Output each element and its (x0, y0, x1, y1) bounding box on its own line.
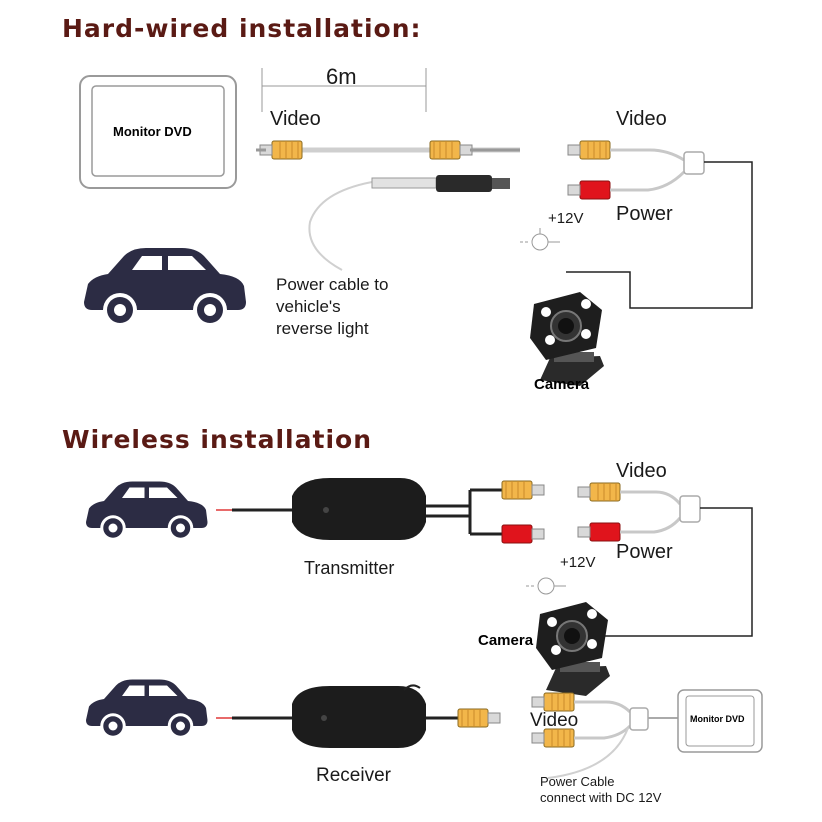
wireless-voltage-label: +12V (560, 554, 596, 571)
power-cable-note-line-2: vehicle's (276, 297, 341, 316)
wireless-camera-label: Camera (478, 632, 534, 649)
wireless-power-note-line-2: connect with DC 12V (540, 790, 662, 805)
wireless-camera-lead (577, 482, 753, 637)
wireless-title: Wireless installation (62, 425, 372, 454)
hardwired-camera (529, 291, 605, 387)
camera-video-lead (566, 140, 753, 309)
receiver-video-label: Video (530, 710, 579, 731)
wireless-car-bottom (86, 679, 208, 739)
receiver-box (216, 684, 501, 748)
transmitter-box (216, 478, 545, 544)
hardwired-title: Hard-wired installation: (62, 14, 422, 43)
ground-symbol (520, 228, 560, 251)
wireless-power-note: Power Cable connect with DC 12V (540, 774, 661, 806)
wireless-power-label: Power (616, 541, 673, 563)
extension-cable (256, 140, 520, 160)
receiver-label: Receiver (316, 765, 391, 786)
hardwired-video-right-label: Video (616, 108, 667, 130)
hardwired-monitor (79, 75, 237, 189)
wireless-power-note-line-1: Power Cable (540, 774, 615, 789)
power-cable-note-line-3: reverse light (276, 319, 369, 338)
hardwired-video-left-label: Video (270, 108, 321, 130)
hardwired-monitor-label: Monitor DVD (113, 124, 192, 139)
hardwired-car (84, 248, 246, 327)
wireless-video-label: Video (616, 460, 667, 482)
power-cable-note-line-1: Power cable to (276, 275, 389, 294)
length-dimension (261, 68, 427, 112)
power-lead (308, 175, 510, 271)
transmitter-label: Transmitter (304, 558, 395, 578)
receiver-monitor-lead (531, 692, 678, 779)
wireless-monitor (677, 689, 763, 753)
length-label: 6m (326, 64, 357, 89)
wireless-car-top (86, 481, 208, 541)
power-cable-note: Power cable to vehicle's reverse light (276, 274, 388, 340)
wireless-monitor-label: Monitor DVD (690, 714, 745, 724)
wireless-ground-symbol (526, 577, 566, 595)
wireless-camera (535, 601, 611, 697)
hardwired-power-label: Power (616, 203, 673, 225)
hardwired-voltage-label: +12V (548, 210, 584, 227)
hardwired-camera-label: Camera (534, 376, 590, 393)
